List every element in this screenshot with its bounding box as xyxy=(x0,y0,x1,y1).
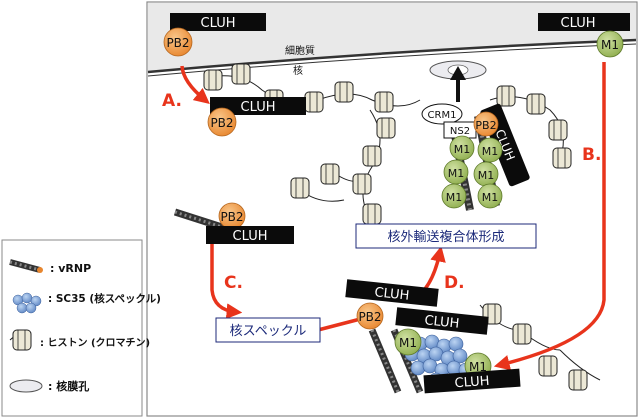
cluh-speckle-3 xyxy=(423,368,521,394)
step-a-label: A. xyxy=(162,91,182,111)
ns2-label: NS2 xyxy=(450,126,470,137)
m1-speckle xyxy=(394,328,422,356)
m1-label: M1 xyxy=(469,360,487,374)
m1-complex-6 xyxy=(477,183,503,209)
m1-complex-1 xyxy=(449,135,475,161)
cluh-speckle-1 xyxy=(345,279,439,307)
pb2-label: PB2 xyxy=(166,36,189,50)
speckle-complex: CLUH CLUH PB2 M1 M1 CLUH xyxy=(345,279,521,394)
pb2-complex xyxy=(473,111,499,137)
cytoplasm-label: 細胞質 xyxy=(285,44,315,57)
step-d-label: D. xyxy=(444,273,465,293)
vrnp-left xyxy=(173,208,227,232)
crm1-label: CRM1 xyxy=(428,110,457,121)
step-b-label: B. xyxy=(582,145,601,165)
m1-label: M1 xyxy=(482,191,499,204)
crm1 xyxy=(421,103,463,125)
pb2-cytoplasm xyxy=(163,27,193,57)
legend-histone: : ヒストン (クロマチン) xyxy=(40,337,150,349)
histone-icon xyxy=(9,329,32,351)
cluh-label: CLUH xyxy=(233,229,268,244)
speckle-label: 核スペックル xyxy=(230,324,307,339)
export-complex: CLUH CRM1 NS2 PB2 M1 M1 M1 M1 M1 M1 xyxy=(421,103,530,209)
cluh-cytoplasm-left xyxy=(170,13,266,31)
cytoplasm-region xyxy=(148,3,636,72)
export-arrowhead xyxy=(450,66,466,80)
m1-complex-5 xyxy=(441,183,467,209)
pb2-label: PB2 xyxy=(475,119,496,132)
cluh-vrnp-c xyxy=(206,226,294,244)
m1-label: M1 xyxy=(478,169,495,182)
cluh-label: CLUH xyxy=(561,16,596,31)
arrow-b xyxy=(493,62,606,371)
arrow-a xyxy=(180,65,210,104)
pb2-label: PB2 xyxy=(210,116,233,130)
pb2-label: PB2 xyxy=(358,310,381,324)
cluh-label: CLUH xyxy=(201,16,236,31)
nuclear-membrane xyxy=(147,38,637,74)
cluh-cytoplasm-right xyxy=(538,13,630,31)
m1-cytoplasm xyxy=(596,30,624,58)
m1-complex-2 xyxy=(477,137,503,163)
nuclear-pore-icon xyxy=(9,379,43,393)
cluh-label: CLUH xyxy=(374,285,410,304)
pb2-label: PB2 xyxy=(220,210,243,224)
nucleus-label: 核 xyxy=(293,64,303,77)
arrow-c xyxy=(210,244,243,319)
m1-label: M1 xyxy=(454,143,471,156)
cluh-label: CLUH xyxy=(424,313,460,332)
pb2-nucleus-a xyxy=(207,107,237,137)
cluh-nucleus-a xyxy=(210,97,306,115)
legend-vrnp: : vRNP xyxy=(50,262,91,275)
cluh-label: CLUH xyxy=(454,374,490,391)
m1-label: M1 xyxy=(601,38,619,52)
m1-label: M1 xyxy=(399,336,417,350)
export-complex-label: 核外輸送複合体形成 xyxy=(387,229,504,245)
legend-pore: : 核膜孔 xyxy=(48,379,89,393)
sc35-icon xyxy=(12,292,42,314)
cluh-speckle-2 xyxy=(395,307,489,335)
pb2-speckle xyxy=(356,302,384,330)
m1-label: M1 xyxy=(448,167,465,180)
speckle-box xyxy=(215,317,321,343)
m1-label: M1 xyxy=(482,145,499,158)
legend-sc35: : SC35 (核スペックル) xyxy=(48,292,161,305)
export-complex-box xyxy=(355,223,537,249)
cluh-label: CLUH xyxy=(241,100,276,115)
m1-label: M1 xyxy=(446,191,463,204)
step-c-label: C. xyxy=(224,273,243,293)
vrnp-icon xyxy=(9,259,43,273)
